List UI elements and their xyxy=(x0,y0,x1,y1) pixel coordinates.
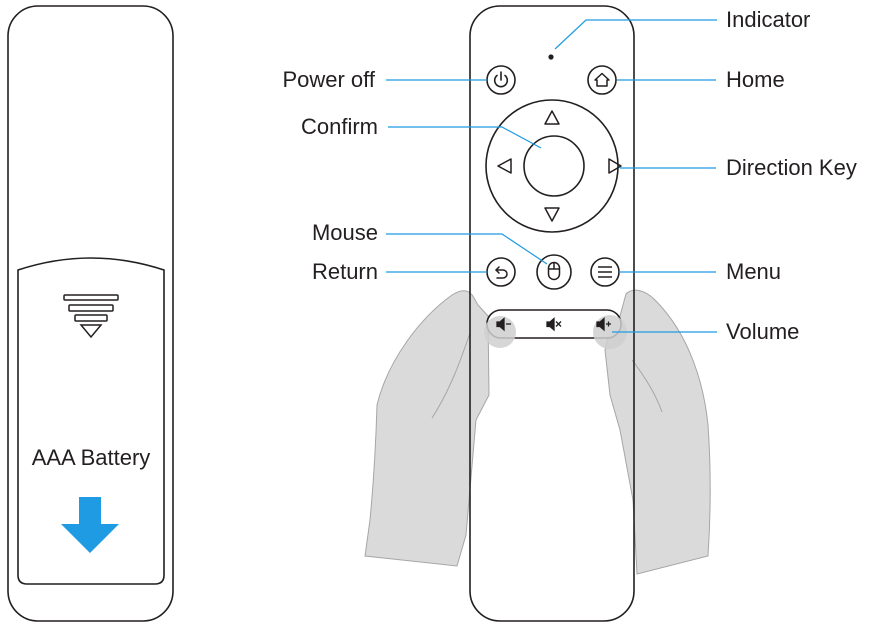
indicator-light xyxy=(548,54,554,60)
confirm-label: Confirm xyxy=(300,114,378,139)
menu-icon xyxy=(598,266,612,278)
power-icon xyxy=(493,71,509,88)
power-button[interactable] xyxy=(486,65,516,95)
indicator-label: Indicator xyxy=(726,7,811,32)
cover-release-icon xyxy=(63,294,119,339)
menu-label: Menu xyxy=(726,259,782,284)
home-button[interactable] xyxy=(587,65,617,95)
right-hand xyxy=(604,289,711,575)
return-label: Return xyxy=(311,259,378,284)
volume-up-button[interactable] xyxy=(596,317,611,332)
home-label: Home xyxy=(726,67,785,92)
left-thumb-shadow xyxy=(484,316,516,348)
mouse-icon xyxy=(547,261,561,281)
remote-front xyxy=(469,5,635,622)
confirm-callout xyxy=(388,126,542,149)
menu-button[interactable] xyxy=(590,257,620,287)
arrow-left-icon[interactable] xyxy=(497,158,512,174)
mouse-label: Mouse xyxy=(311,220,378,245)
battery-cover xyxy=(17,257,165,585)
hands-illustration xyxy=(364,289,711,575)
volume-up-icon xyxy=(596,317,611,332)
mute-button[interactable] xyxy=(546,317,562,332)
arrow-down-icon[interactable] xyxy=(544,207,560,222)
remote-back xyxy=(7,5,174,622)
confirm-button[interactable] xyxy=(523,135,585,197)
direction-key-label: Direction Key xyxy=(726,155,857,180)
arrow-right-icon[interactable] xyxy=(608,158,622,174)
indicator-callout xyxy=(554,19,717,50)
left-hand xyxy=(364,290,490,567)
return-button[interactable] xyxy=(486,257,516,287)
volume-down-button[interactable] xyxy=(496,317,511,332)
mouse-callout xyxy=(386,233,548,265)
volume-down-icon xyxy=(496,317,511,332)
mute-icon xyxy=(546,317,562,332)
volume-label: Volume xyxy=(726,319,800,344)
callout-lines xyxy=(386,19,717,333)
insert-arrow-icon xyxy=(61,497,119,553)
home-icon xyxy=(594,72,610,87)
return-icon xyxy=(495,266,508,279)
battery-label: AAA Battery xyxy=(31,445,151,470)
power-off-label: Power off xyxy=(282,67,375,92)
arrow-up-icon[interactable] xyxy=(544,110,560,125)
